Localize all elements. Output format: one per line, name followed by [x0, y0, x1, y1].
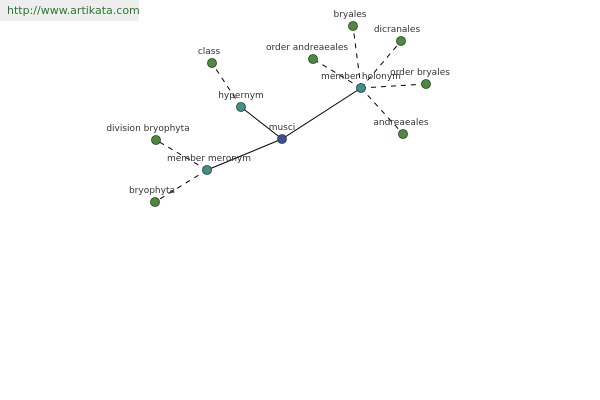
node-bryales-dot[interactable] — [348, 21, 358, 31]
node-division-bryophyta[interactable]: division bryophyta — [106, 124, 190, 145]
site-url-link[interactable]: http://www.artikata.com — [7, 4, 140, 17]
edge-member-holonym-to-andreaeales — [360, 87, 404, 135]
edge-hypernym-to-class — [211, 62, 242, 108]
node-member-holonym-dot[interactable] — [356, 83, 366, 93]
node-order-bryales-label: order bryales — [390, 68, 450, 78]
node-dicranales-dot[interactable] — [396, 36, 406, 46]
node-order-bryales[interactable]: order bryales — [390, 68, 450, 89]
node-order-andreaeales[interactable]: order andreaeales — [266, 43, 348, 64]
nodes-layer: musci hypernym member holonym member merony… — [106, 10, 450, 207]
node-class-label: class — [198, 47, 221, 57]
node-dicranales[interactable]: dicranales — [374, 25, 421, 46]
node-class-dot[interactable] — [207, 58, 217, 68]
node-class[interactable]: class — [198, 47, 221, 68]
edge-member-holonym-to-order-bryales — [360, 83, 427, 89]
node-member-meronym[interactable]: member meronym — [167, 154, 251, 175]
node-member-meronym-label: member meronym — [167, 154, 251, 164]
node-musci[interactable]: musci — [269, 123, 296, 144]
edge-musci-to-hypernym — [240, 106, 283, 140]
edges-layer — [154, 25, 427, 203]
node-bryales[interactable]: bryales — [334, 10, 367, 31]
node-hypernym[interactable]: hypernym — [218, 91, 264, 112]
edge-member-meronym-to-bryophyta — [154, 169, 208, 203]
node-order-bryales-dot[interactable] — [421, 79, 431, 89]
node-division-bryophyta-dot[interactable] — [151, 135, 161, 145]
edge-musci-to-member-holonym — [281, 87, 362, 140]
node-order-andreaeales-dot[interactable] — [308, 54, 318, 64]
node-musci-dot[interactable] — [277, 134, 287, 144]
node-division-bryophyta-label: division bryophyta — [106, 124, 189, 134]
node-bryophyta-dot[interactable] — [150, 197, 160, 207]
node-andreaeales-label: andreaeales — [373, 118, 429, 128]
url-banner: http://www.artikata.com — [0, 0, 140, 21]
node-bryales-label: bryales — [334, 10, 367, 20]
node-musci-label: musci — [269, 123, 296, 133]
node-andreaeales[interactable]: andreaeales — [373, 118, 429, 139]
node-hypernym-label: hypernym — [218, 91, 264, 101]
node-hypernym-dot[interactable] — [236, 102, 246, 112]
edge-member-holonym-to-dicranales — [360, 40, 402, 89]
edge-musci-to-member-meronym — [206, 138, 283, 171]
node-bryophyta[interactable]: bryophyta — [129, 186, 175, 207]
node-bryophyta-label: bryophyta — [129, 186, 175, 196]
node-andreaeales-dot[interactable] — [398, 129, 408, 139]
node-member-holonym[interactable]: member holonym — [321, 72, 401, 93]
node-dicranales-label: dicranales — [374, 25, 421, 35]
edge-member-holonym-to-bryales — [352, 25, 362, 89]
node-order-andreaeales-label: order andreaeales — [266, 43, 348, 53]
node-member-meronym-dot[interactable] — [202, 165, 212, 175]
node-member-holonym-label: member holonym — [321, 72, 401, 82]
